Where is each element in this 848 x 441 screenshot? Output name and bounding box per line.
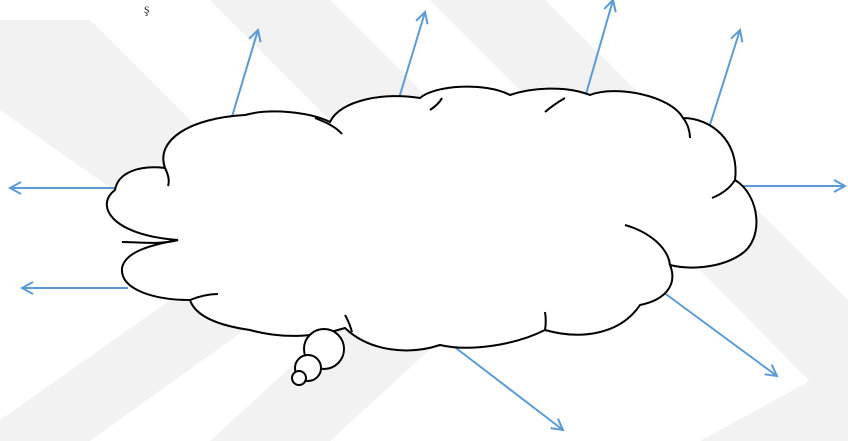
cloud-arc-9	[545, 312, 546, 330]
arrow-down-right-1	[452, 345, 563, 430]
thought-bubble-small	[292, 371, 306, 385]
cloud-shape	[107, 87, 757, 351]
top-character: ş	[144, 2, 149, 18]
cloud-arc-2	[122, 240, 178, 243]
